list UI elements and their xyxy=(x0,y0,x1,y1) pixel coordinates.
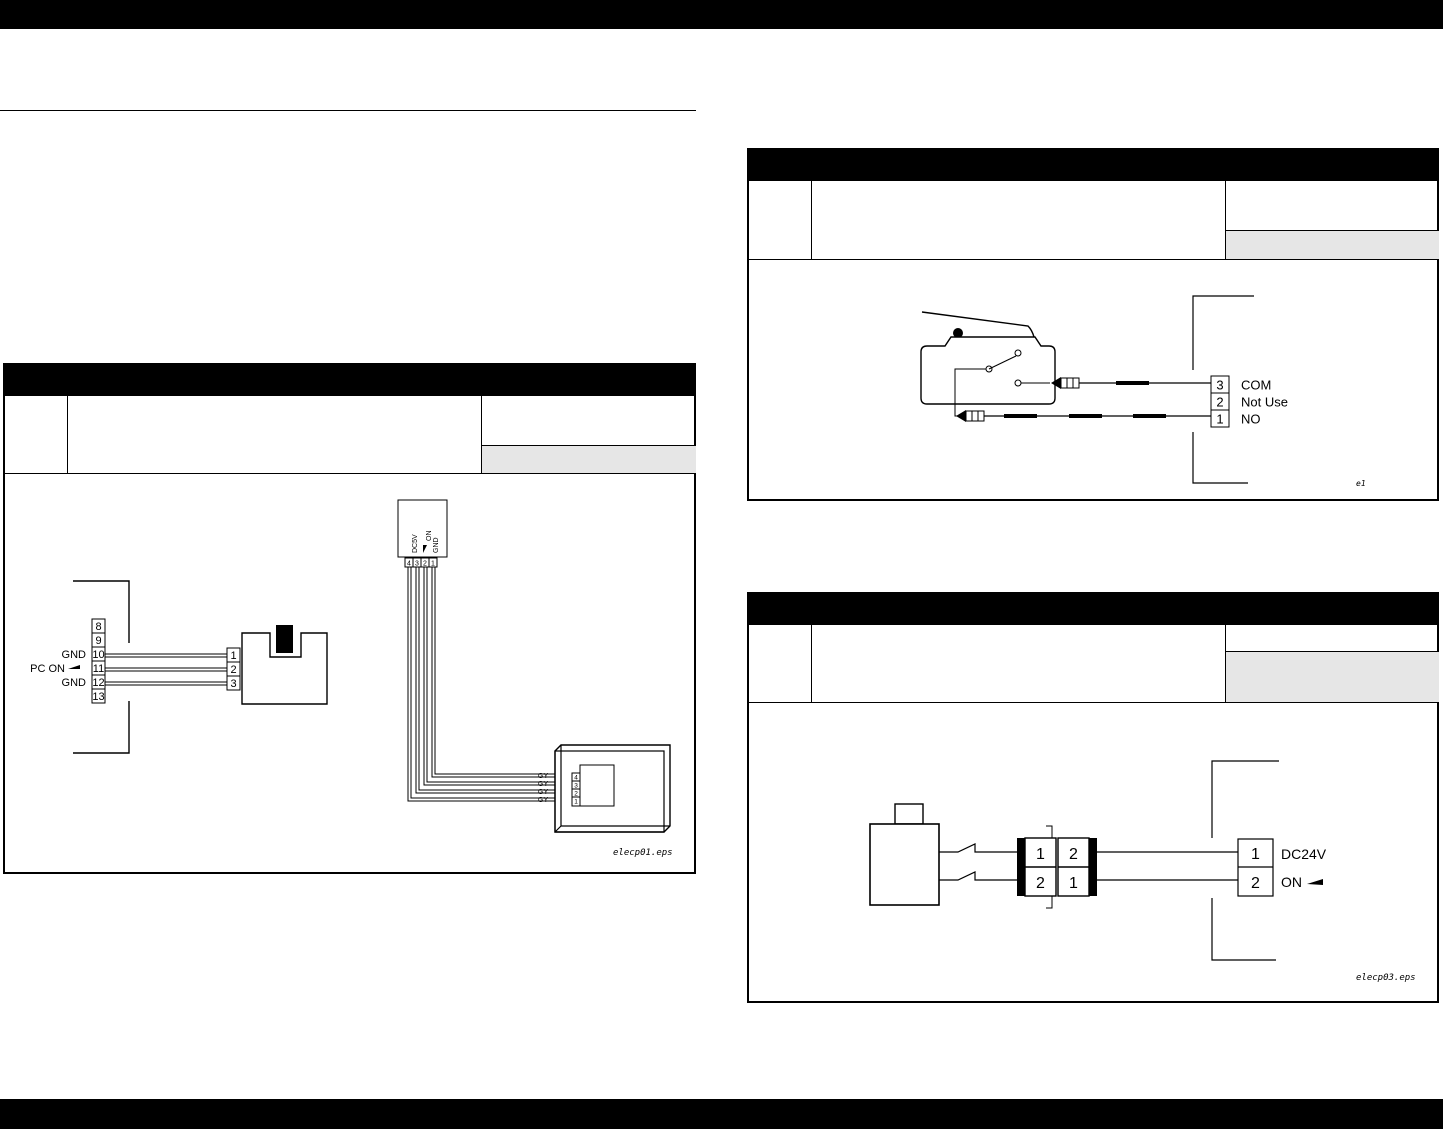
figure-filename: elecp01.eps xyxy=(613,848,673,858)
signal-label: PC ON xyxy=(30,663,65,675)
sensor-board-icon: 4 3 2 1 xyxy=(554,744,671,833)
shaded-cell xyxy=(482,446,696,473)
signal-label: GND xyxy=(62,677,87,689)
wiring-diagram-1: 8 9 10 11 12 13 GND PC ON GND 1 2 3 DC5V… xyxy=(30,499,673,858)
microswitch-icon xyxy=(920,311,1056,417)
connector-pin-column: 8 9 10 11 12 13 xyxy=(91,618,106,704)
wire-color-label: GY xyxy=(538,797,548,804)
board-pin: 3 xyxy=(574,783,578,790)
board-pin: 2 xyxy=(1251,875,1260,892)
connector-pin: 2 xyxy=(1069,846,1078,863)
sensor-pin: 2 xyxy=(230,664,236,676)
wire-color-label: GY xyxy=(538,789,548,796)
row-divider xyxy=(749,702,1439,703)
table-header-row xyxy=(749,594,1437,625)
row-divider xyxy=(749,259,1439,260)
switch-pin: 3 xyxy=(1216,378,1223,393)
sensor-pin: 3 xyxy=(230,678,236,690)
col-divider xyxy=(67,396,68,473)
header-label: DC5V xyxy=(412,534,419,553)
connector-pin: 2 xyxy=(1036,875,1045,892)
connector-pin: 8 xyxy=(95,621,101,633)
header-pin: 4 xyxy=(407,561,411,568)
board-pin: 1 xyxy=(1251,846,1260,863)
table-solenoid-3: 1 2 2 1 1 2 DC24V ON elecp03.eps xyxy=(747,592,1439,1003)
connector-pin: 9 xyxy=(95,635,101,647)
header-label: ON xyxy=(426,531,433,542)
active-low-arrow-icon xyxy=(423,545,427,553)
wire-color-label: GY xyxy=(538,773,548,780)
wiring-diagram-2: 3 2 1 COM Not Use NO e1 xyxy=(920,295,1366,488)
solenoid-icon xyxy=(869,803,940,906)
section-rule xyxy=(0,110,696,111)
signal-label: DC24V xyxy=(1281,846,1327,862)
photo-sensor-icon xyxy=(241,632,328,705)
board-pin: 1 xyxy=(574,799,578,806)
shaded-cell xyxy=(1226,231,1439,259)
switch-pin: 1 xyxy=(1216,412,1223,427)
top-bar xyxy=(0,0,1443,29)
wiring-diagram-3: 1 2 2 1 1 2 DC24V ON elecp03.eps xyxy=(869,760,1416,983)
board-pin: 4 xyxy=(574,775,578,782)
col-divider xyxy=(1225,181,1226,259)
board-pin: 2 xyxy=(574,791,578,798)
relay-connector-block: 1 2 2 1 xyxy=(1017,837,1097,897)
connector-pin: 11 xyxy=(93,663,104,675)
active-low-arrow-icon xyxy=(68,665,80,669)
connector-pin: 12 xyxy=(92,677,104,689)
header-label: GND xyxy=(433,537,440,553)
figure-filename: elecp03.eps xyxy=(1356,973,1416,983)
sensor-pin: 1 xyxy=(230,650,236,662)
table-switch-2: 3 2 1 COM Not Use NO e1 xyxy=(747,148,1439,501)
bottom-bar xyxy=(0,1099,1443,1129)
col-divider xyxy=(1225,625,1226,702)
table-header-row xyxy=(749,150,1437,181)
table-sensor-1: 8 9 10 11 12 13 GND PC ON GND 1 2 3 DC5V… xyxy=(3,363,696,874)
connector-pin: 13 xyxy=(92,691,104,703)
figure-filename: e1 xyxy=(1356,479,1366,488)
wire-color-label: GY xyxy=(538,781,548,788)
row-divider xyxy=(5,473,696,474)
table-header-row xyxy=(5,365,694,396)
switch-label: COM xyxy=(1241,378,1271,393)
row-divider xyxy=(1226,230,1439,231)
switch-pin: 2 xyxy=(1216,395,1223,410)
switch-label: NO xyxy=(1241,412,1261,427)
header-connector xyxy=(397,499,448,558)
header-pin: 2 xyxy=(423,561,427,568)
connector-pin: 1 xyxy=(1069,875,1078,892)
signal-label: ON xyxy=(1281,874,1302,890)
sensor-actuator xyxy=(276,625,293,653)
connector-pin: 1 xyxy=(1036,846,1045,863)
switch-label: Not Use xyxy=(1241,395,1288,410)
col-divider xyxy=(811,181,812,259)
header-pin: 1 xyxy=(431,561,435,568)
header-pin: 3 xyxy=(415,561,419,568)
row-divider xyxy=(1226,651,1439,652)
col-divider xyxy=(481,396,482,473)
active-low-arrow-icon xyxy=(1307,879,1323,885)
signal-label: GND xyxy=(62,649,87,661)
col-divider xyxy=(811,625,812,702)
connector-pin: 10 xyxy=(92,649,104,661)
row-divider xyxy=(482,445,696,446)
shaded-cell xyxy=(1226,652,1439,702)
